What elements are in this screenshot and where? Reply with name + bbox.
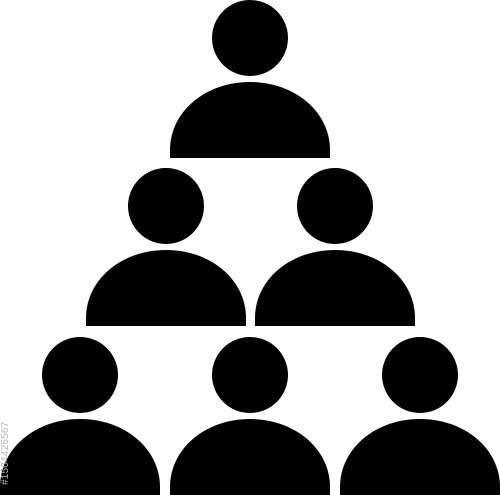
stock-id-watermark: #1504425567 xyxy=(0,422,11,485)
person-icon-middle-right xyxy=(255,168,415,328)
person-silhouette-icon xyxy=(255,168,415,326)
person-silhouette-icon xyxy=(170,337,330,495)
person-icon-top xyxy=(170,0,330,160)
person-icon-bottom-right xyxy=(340,337,500,495)
stock-id-text: #1504425567 xyxy=(0,421,11,485)
person-silhouette-icon xyxy=(170,0,330,158)
person-icon-bottom-center xyxy=(170,337,330,495)
person-icon-bottom-left xyxy=(0,337,160,495)
person-icon-middle-left xyxy=(86,168,246,328)
person-silhouette-icon xyxy=(340,337,500,495)
person-silhouette-icon xyxy=(86,168,246,326)
person-silhouette-icon xyxy=(0,337,160,495)
